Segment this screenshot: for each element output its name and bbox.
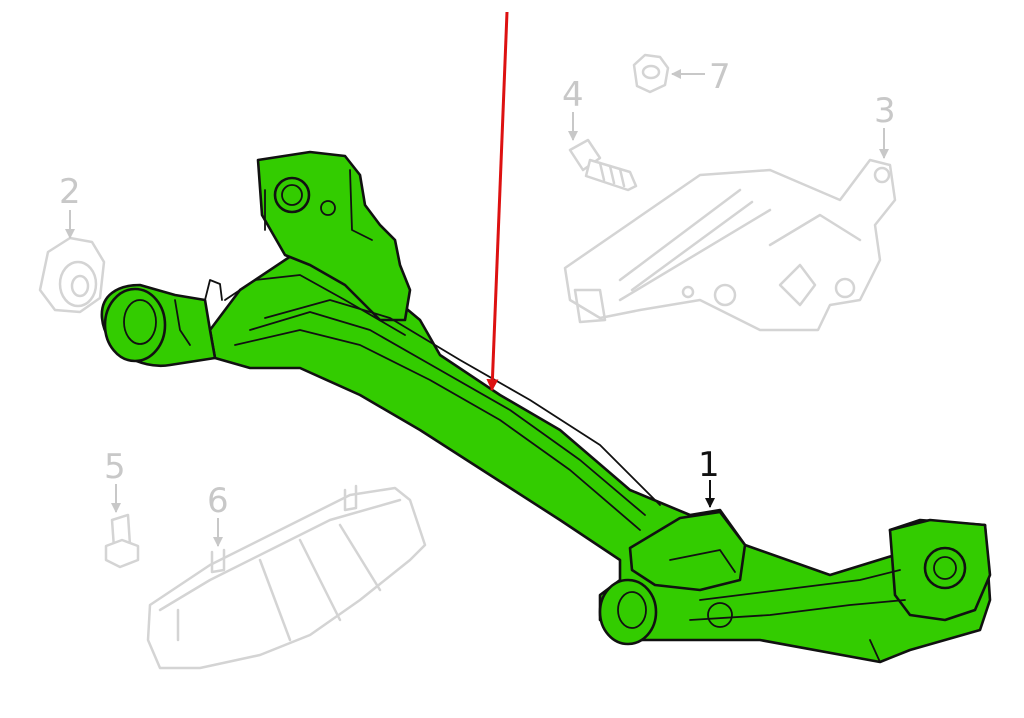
pointer-arrow — [486, 11, 509, 392]
bracket-part — [563, 158, 897, 332]
shield-part-6 — [146, 484, 427, 670]
nut-part-7 — [632, 53, 670, 94]
callout-6: 6 — [207, 481, 229, 521]
axle-beam-part-1 — [100, 150, 992, 664]
callout-1: 1 — [698, 445, 720, 485]
bolt-part-5 — [104, 513, 140, 569]
callout-5: 5 — [104, 447, 126, 487]
callout-3: 3 — [874, 91, 896, 131]
bushing-part-2 — [38, 236, 106, 314]
callout-2: 2 — [59, 172, 81, 212]
callout-7: 7 — [709, 57, 731, 97]
bolt-part-4 — [568, 138, 638, 192]
callout-4: 4 — [562, 75, 584, 115]
